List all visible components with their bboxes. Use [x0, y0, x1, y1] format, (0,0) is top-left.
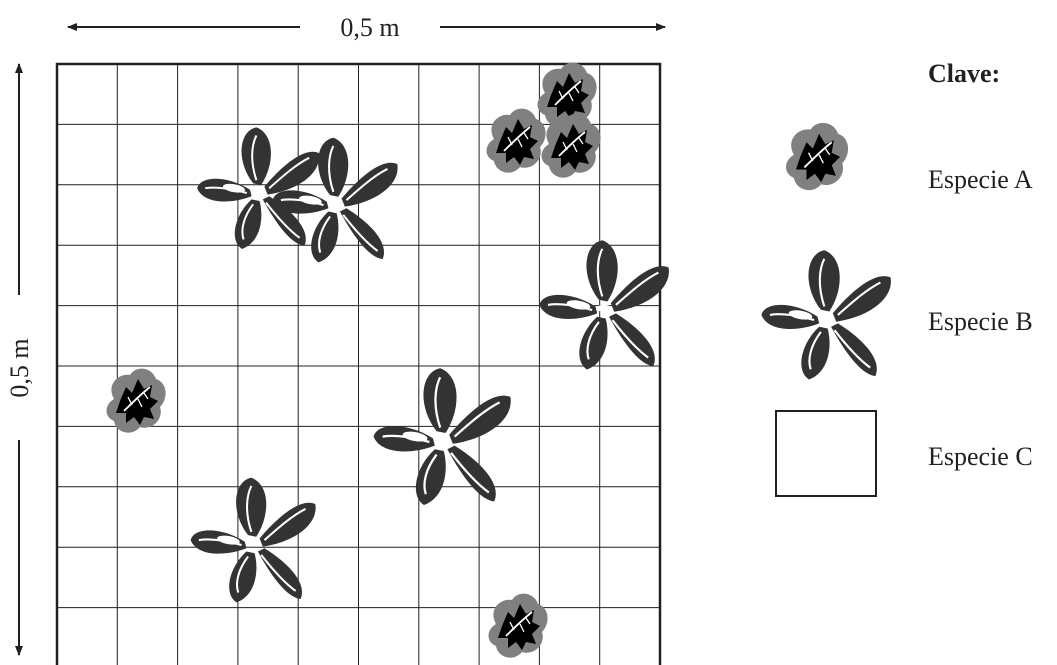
species-a-plant	[107, 369, 166, 433]
species-a-plant	[538, 63, 597, 127]
legend-title: Clave:	[928, 59, 1000, 88]
species-a-label: Especie A	[928, 165, 1033, 194]
species-b-plant	[374, 368, 511, 505]
height-dimension: 0,5 m	[5, 64, 34, 655]
species-c-label: Especie C	[928, 442, 1033, 471]
species-b-label: Especie B	[928, 307, 1033, 336]
width-label: 0,5 m	[340, 13, 399, 42]
height-label: 0,5 m	[5, 338, 34, 397]
species-a-legend-icon	[786, 123, 848, 190]
quadrat-plants	[107, 63, 669, 658]
species-c-legend-icon	[776, 411, 876, 496]
legend: Clave: Especie A Especie B Especie C	[761, 59, 1033, 496]
species-b-plant	[191, 478, 316, 603]
species-b-plant	[539, 240, 669, 369]
species-b-legend-icon	[761, 250, 891, 379]
width-dimension: 0,5 m	[68, 13, 665, 42]
species-a-plant	[487, 109, 546, 173]
species-b-plant	[273, 138, 398, 263]
species-a-plant	[489, 594, 548, 658]
species-b-plant	[197, 127, 319, 249]
